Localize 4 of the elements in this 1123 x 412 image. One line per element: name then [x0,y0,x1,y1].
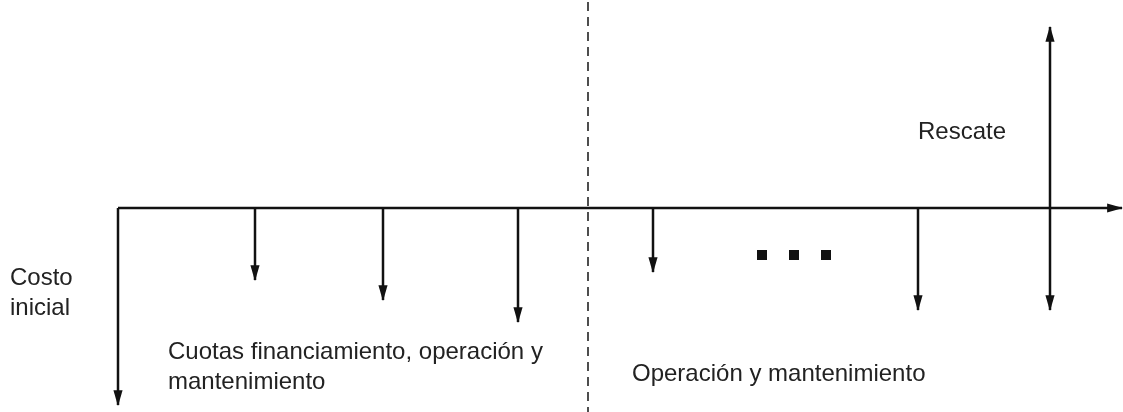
label: Cuotas financiamiento, operación y mantenimiento [168,336,544,396]
label: Rescate [918,116,1008,146]
label: Costo inicial [10,262,74,322]
label: Operación y mantenimiento [632,358,927,388]
